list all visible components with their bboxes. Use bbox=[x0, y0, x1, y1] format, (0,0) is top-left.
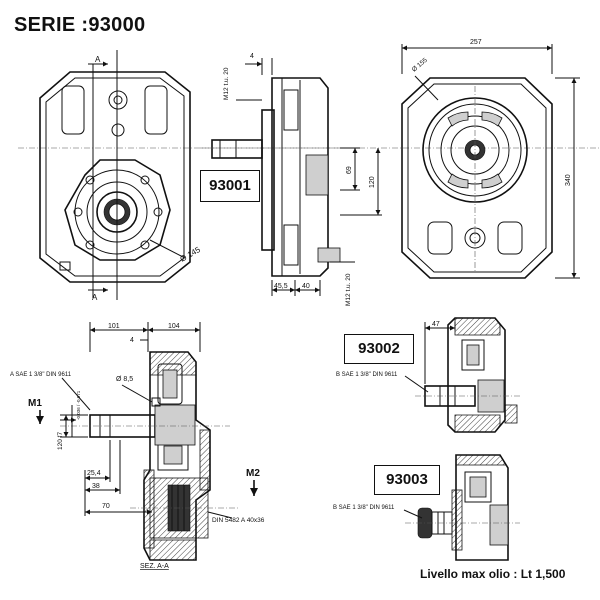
sec-dim-25-4: 25,4 bbox=[87, 470, 101, 477]
model-93003-label: 93003 bbox=[374, 465, 440, 495]
section-view bbox=[36, 322, 258, 561]
sec-dim-120f7: 120 f7 bbox=[57, 432, 64, 450]
side-view bbox=[200, 58, 382, 296]
sec-din-label: DIN 5482 A 40x36 bbox=[212, 517, 265, 524]
sec-shaft-label: A SAE 1 3/8" DIN 9611 bbox=[10, 372, 72, 378]
detail-93003 bbox=[403, 454, 520, 561]
m1-label: M1 bbox=[28, 398, 42, 409]
side-m12-bottom: M12 t.u. 20 bbox=[345, 273, 352, 306]
d2-shaft-label: B SAE 1 3/8" DIN 9611 bbox=[336, 372, 398, 378]
d3-shaft-label: B SAE 1 3/8" DIN 9611 bbox=[333, 505, 395, 511]
rear-view bbox=[401, 44, 580, 279]
rear-dim-257: 257 bbox=[470, 39, 482, 46]
m2-label: M2 bbox=[246, 468, 260, 479]
rear-dim-340: 340 bbox=[565, 174, 572, 186]
side-m12-top: M12 t.u. 20 bbox=[223, 67, 230, 100]
model-93002-label: 93002 bbox=[344, 334, 414, 364]
rear-dia-label: Ø 155 bbox=[411, 57, 429, 74]
sec-dim-70: 70 bbox=[102, 503, 110, 510]
side-dim-120: 120 bbox=[369, 176, 376, 188]
side-dim-69: 69 bbox=[346, 166, 353, 174]
sec-dim-4: 4 bbox=[130, 337, 134, 344]
sec-dim-101: 101 bbox=[108, 323, 120, 330]
front-section-a-bottom: A bbox=[92, 293, 98, 302]
oil-level-note: Livello max olio : Lt 1,500 bbox=[420, 567, 566, 581]
detail-93002 bbox=[404, 317, 520, 433]
series-title: SERIE :93000 bbox=[14, 14, 146, 36]
sec-dia-label: Ø 8,5 bbox=[116, 376, 133, 383]
side-dim-4: 4 bbox=[250, 53, 254, 60]
front-view bbox=[18, 50, 600, 300]
d2-dim-47: 47 bbox=[432, 321, 440, 328]
section-label: SEZ. A-A bbox=[140, 563, 169, 570]
front-section-a-top: A bbox=[95, 55, 101, 64]
sec-dim-38: 38 bbox=[92, 483, 100, 490]
sec-dim-104: 104 bbox=[168, 323, 180, 330]
side-dim-45-5: 45,5 bbox=[274, 283, 288, 290]
model-93001-label: 93001 bbox=[200, 170, 260, 202]
sec-tolerance: -0,036 / -0,071 bbox=[76, 390, 81, 420]
side-dim-40: 40 bbox=[302, 283, 310, 290]
